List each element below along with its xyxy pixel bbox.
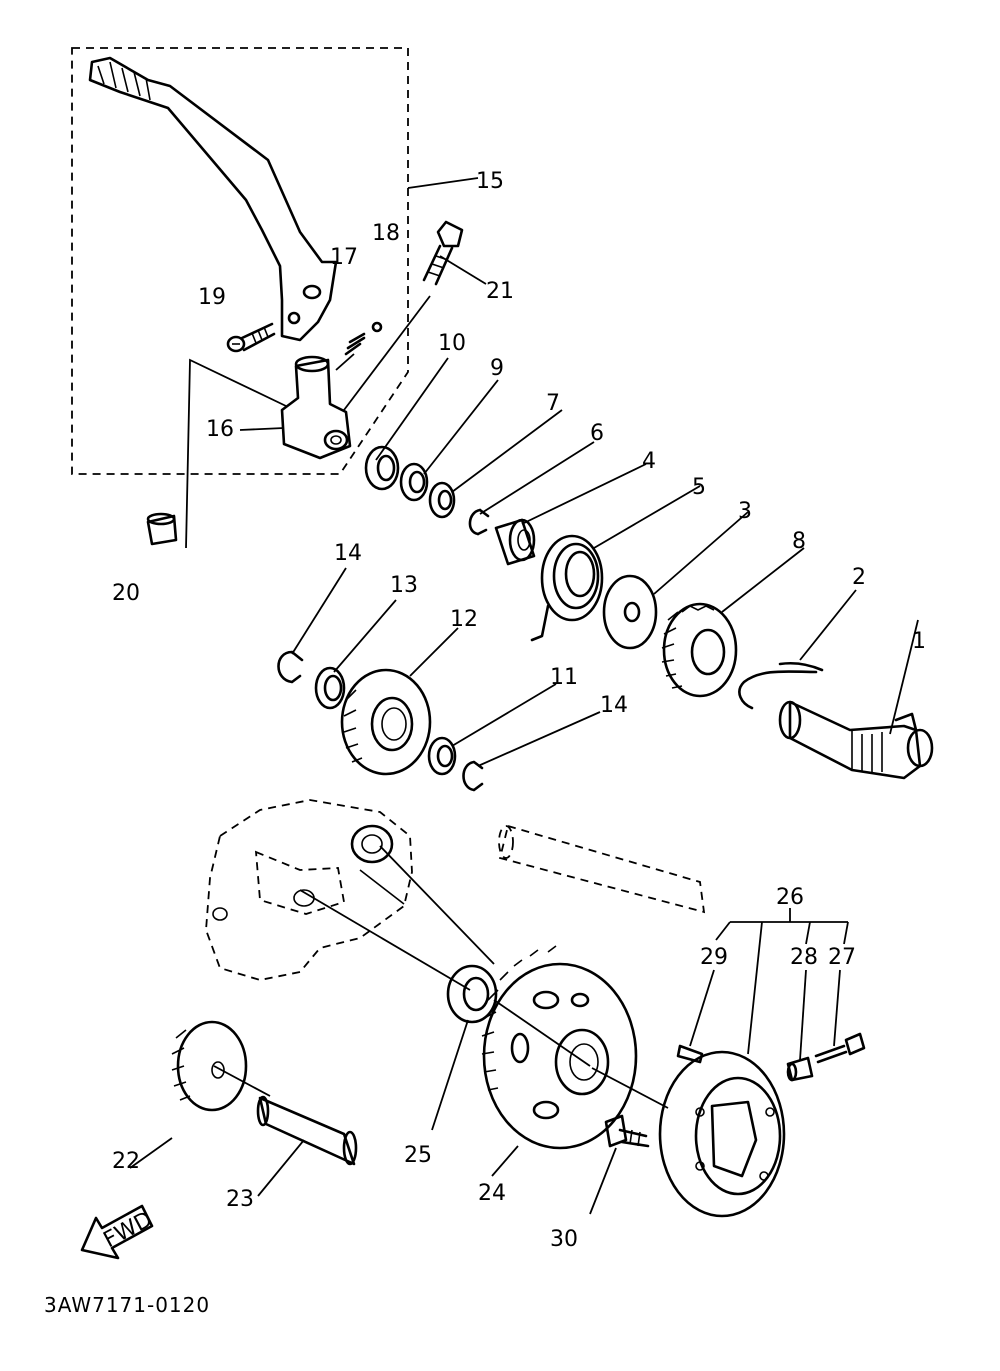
circlip-6[interactable] (468, 508, 490, 536)
starter-gear-24[interactable] (481, 945, 638, 1150)
crankcase-outline (205, 799, 413, 981)
callout-labels: 1 2 3 4 5 6 7 8 9 10 11 12 13 14 14 15 1… (112, 169, 926, 1252)
bolt-19[interactable] (226, 322, 276, 353)
roller-29[interactable] (676, 1044, 704, 1064)
callout-2: 2 (852, 565, 866, 590)
callout-18: 18 (372, 221, 400, 246)
callout-22: 22 (112, 1149, 140, 1174)
shaft-23[interactable] (256, 1095, 358, 1166)
kick-gear-12[interactable] (340, 668, 432, 776)
washer-3[interactable] (602, 574, 658, 650)
starter-clutch-26[interactable] (658, 1050, 786, 1218)
callout-11: 11 (550, 665, 578, 690)
callout-16: 16 (206, 417, 234, 442)
plunger-28[interactable] (786, 1056, 814, 1082)
callout-28: 28 (790, 945, 818, 970)
callout-20: 20 (112, 581, 140, 606)
callout-21: 21 (486, 279, 514, 304)
bolt-30[interactable] (604, 1114, 650, 1148)
kick-axle-1[interactable] (778, 700, 934, 780)
spring-guide-4[interactable] (494, 518, 536, 566)
clip-2[interactable] (738, 661, 824, 710)
callout-4: 4 (642, 449, 656, 474)
washer-13[interactable] (314, 666, 346, 710)
washer-11[interactable] (427, 736, 457, 776)
callout-29: 29 (700, 945, 728, 970)
kick-boss[interactable] (280, 355, 352, 460)
diagram-code: 3AW7171-0120 (44, 1293, 210, 1317)
callout-30: 30 (550, 1227, 578, 1252)
callout-25: 25 (404, 1143, 432, 1168)
callout-26: 26 (776, 885, 804, 910)
bushing-20[interactable] (146, 512, 178, 546)
callout-9: 9 (490, 356, 504, 381)
callout-15: 15 (476, 169, 504, 194)
callout-23: 23 (226, 1187, 254, 1212)
fwd-arrow-icon: FWD (80, 1204, 157, 1260)
washer-25[interactable] (446, 964, 498, 1024)
callout-24: 24 (478, 1181, 506, 1206)
callout-12: 12 (450, 607, 478, 632)
callout-19: 19 (198, 285, 226, 310)
washer-9[interactable] (399, 462, 429, 502)
callout-7: 7 (546, 391, 560, 416)
callout-5: 5 (692, 475, 706, 500)
callout-14-lower: 14 (600, 693, 628, 718)
main-shaft-outline (498, 824, 706, 914)
kick-lever-arm[interactable] (88, 56, 338, 342)
torsion-spring-5[interactable] (530, 534, 604, 642)
circlip-14b[interactable] (462, 760, 484, 792)
circlip-14a[interactable] (277, 650, 304, 684)
callout-8: 8 (792, 529, 806, 554)
callout-10: 10 (438, 331, 466, 356)
callout-6: 6 (590, 421, 604, 446)
callout-1: 1 (912, 629, 926, 654)
callout-3: 3 (738, 499, 752, 524)
callout-14-upper: 14 (334, 541, 362, 566)
bolt-21[interactable] (422, 220, 464, 286)
washer-7[interactable] (428, 481, 456, 519)
kick-lever-assembly-box (71, 47, 409, 475)
spring-17[interactable] (344, 332, 366, 356)
callout-17: 17 (330, 245, 358, 270)
leader-lines (129, 177, 919, 1215)
oil-seal-10[interactable] (364, 445, 400, 491)
ratchet-8[interactable] (661, 602, 738, 698)
callout-13: 13 (390, 573, 418, 598)
spring-27[interactable] (814, 1032, 866, 1064)
idle-gear-22[interactable] (171, 1020, 248, 1112)
callout-27: 27 (828, 945, 856, 970)
ball-18[interactable] (371, 321, 383, 333)
